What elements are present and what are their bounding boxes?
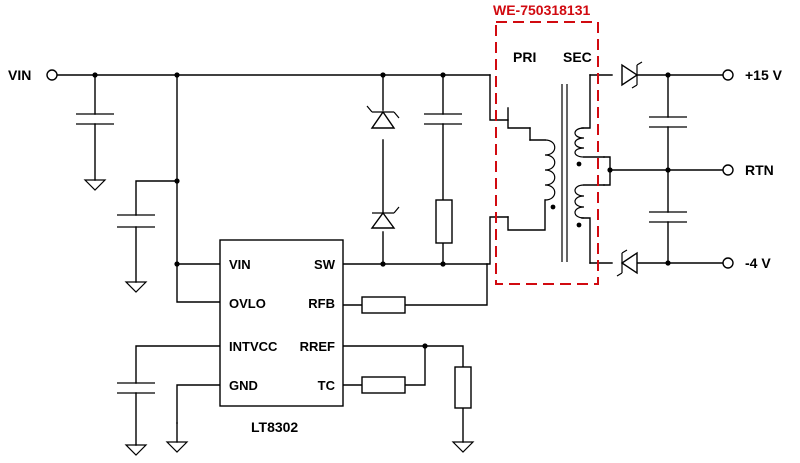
- junction-dots: [92, 72, 671, 349]
- resistors: [361, 199, 472, 409]
- input-capacitor: [76, 113, 114, 125]
- pin-intvcc-label: INTVCC: [229, 339, 278, 354]
- intvcc-capacitor: [117, 382, 155, 394]
- vin-port: [46, 69, 58, 81]
- primary-winding: [544, 139, 556, 201]
- ground-symbols: [83, 179, 475, 456]
- m4-port: [722, 257, 734, 269]
- intvcc-bypass-capacitor: [117, 214, 155, 228]
- labels: VIN +15 V RTN -4 V WE-750318131 PRI SEC …: [8, 2, 783, 435]
- rtn-label: RTN: [745, 162, 774, 178]
- snubber-resistor: [435, 199, 453, 244]
- ports: [46, 69, 734, 269]
- tvs-zener-diode: [366, 105, 400, 129]
- p15-port: [722, 69, 734, 81]
- transformer-part-label: WE-750318131: [493, 2, 591, 18]
- rref-resistor: [454, 366, 472, 409]
- pin-sw-label: SW: [314, 257, 336, 272]
- ground-icon: [451, 441, 475, 453]
- output-capacitor-15v: [649, 116, 687, 128]
- pin-ovlo-label: OVLO: [229, 296, 266, 311]
- wires: [56, 74, 724, 446]
- pin-vin-label: VIN: [229, 257, 251, 272]
- ground-icon: [83, 179, 107, 191]
- pin-rref-label: RREF: [300, 339, 335, 354]
- transformer-outline: [495, 21, 599, 285]
- output-diode-15v: [621, 61, 643, 89]
- primary-label: PRI: [513, 49, 536, 65]
- rtn-port: [722, 164, 734, 176]
- p15-label: +15 V: [745, 67, 783, 83]
- pin-gnd-label: GND: [229, 378, 258, 393]
- blocking-diode: [370, 206, 400, 229]
- m4-label: -4 V: [745, 255, 771, 271]
- secondary-winding-15v: [574, 127, 585, 158]
- output-capacitor-4v: [649, 211, 687, 223]
- transformer: [495, 21, 605, 285]
- tc-resistor: [361, 376, 406, 394]
- diodes: [366, 61, 643, 277]
- vin-label: VIN: [8, 67, 31, 83]
- output-diode-4v: [616, 249, 638, 277]
- secondary-label: SEC: [563, 49, 592, 65]
- secondary-winding-4v: [574, 184, 585, 219]
- rfb-resistor: [361, 296, 406, 314]
- pin-rfb-label: RFB: [308, 296, 335, 311]
- ic-name-label: LT8302: [251, 419, 298, 435]
- pin-tc-label: TC: [318, 378, 336, 393]
- capacitors: [76, 113, 687, 394]
- lt8302-chip: [219, 239, 344, 407]
- ground-icon: [165, 441, 189, 453]
- transformer-core: [561, 84, 568, 262]
- ground-icon: [124, 281, 148, 293]
- ground-icon: [124, 444, 148, 456]
- snubber-capacitor: [424, 113, 462, 125]
